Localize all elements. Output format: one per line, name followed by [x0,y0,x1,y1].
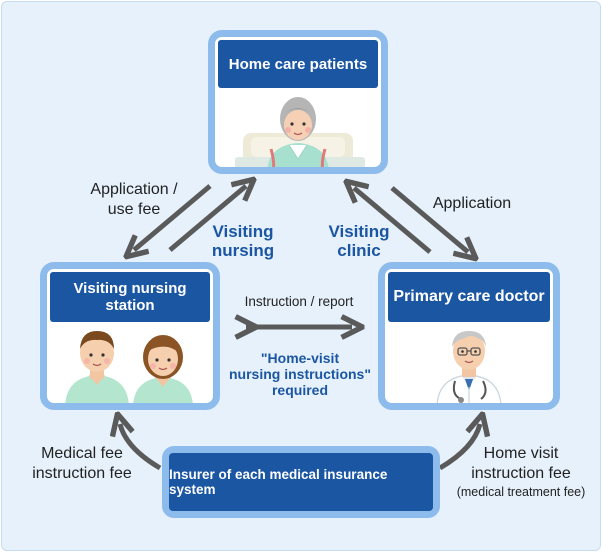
node-title-insurer: Insurer of each medical insurance system [169,453,433,511]
label-application: Application [432,195,512,212]
arrow-station-to-patients [168,186,246,252]
node-insurer: Insurer of each medical insurance system [162,446,440,518]
male-and-female-nurse-icon [47,327,213,403]
label-home-visit-line3: (medical treatment fee) [456,485,586,499]
label-note-line3: required [271,382,328,398]
arrow-insurer-to-station [120,424,162,471]
node-primary-care-doctor: Primary care doctor [378,262,560,410]
node-home-care-patients: Home care patients [208,30,388,174]
label-medical-fee-line1: Medical fee [41,445,123,462]
node-visiting-nursing-station: Visiting nursing station [40,262,220,410]
label-application-use-fee: Application / use fee [74,180,194,220]
label-note-line2: nursing instructions" [229,366,371,382]
label-medical-fee: Medical fee instruction fee [14,444,150,484]
label-instruction-report: Instruction / report [244,294,354,309]
label-application-use-fee-line2: use fee [107,201,161,218]
label-instructions-required: "Home-visit nursing instructions" requir… [222,350,378,398]
label-application-use-fee-line1: Application / [90,181,178,198]
label-visiting-clinic-line1: Visiting [328,222,390,241]
elderly-patient-in-bed-icon [215,93,381,167]
label-home-visit-line2: instruction fee [471,465,571,482]
node-title-patients: Home care patients [218,40,378,88]
arrow-patients-to-station [134,184,212,250]
label-note-line1: "Home-visit [260,350,340,366]
label-visiting-nursing-line2: nursing [211,241,275,260]
node-title-station: Visiting nursing station [50,272,210,322]
label-home-visit-fee: Home visit instruction fee (medical trea… [446,444,596,500]
label-visiting-nursing-line1: Visiting [212,222,274,241]
label-home-visit-line1: Home visit [483,445,559,462]
arrow-doctor-to-patients [354,188,432,254]
doctor-icon [385,327,553,403]
label-visiting-clinic: Visiting clinic [320,222,398,260]
node-title-doctor: Primary care doctor [388,272,550,322]
arrow-patients-to-doctor [390,186,468,252]
label-medical-fee-line2: instruction fee [32,465,132,482]
label-visiting-clinic-line2: clinic [337,241,381,260]
label-visiting-nursing: Visiting nursing [204,222,282,260]
arrow-insurer-to-doctor [438,424,480,471]
